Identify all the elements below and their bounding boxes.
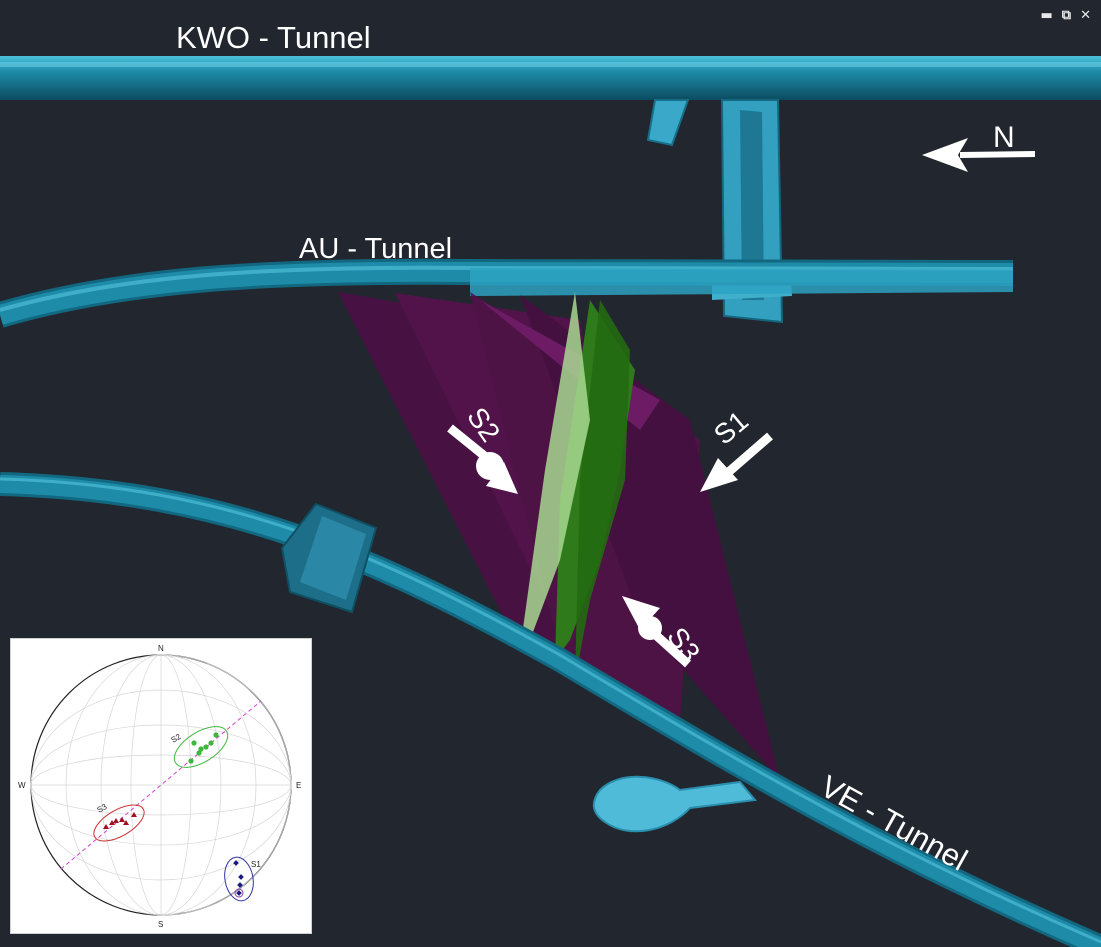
s2-cluster: S2 — [170, 726, 229, 768]
s2-arrow — [447, 424, 518, 494]
ve-tunnel — [0, 472, 1101, 947]
stereonet-grid — [30, 654, 292, 916]
s3-cluster: S3 — [93, 802, 145, 842]
stereonet-panel: S2 S3 S1 N S W E — [10, 638, 312, 934]
window-controls: ▬ ⧉ ✕ — [1041, 8, 1092, 24]
stereonet-s2-label: S2 — [170, 732, 183, 745]
stereonet-west-label: W — [18, 781, 26, 790]
north-label: N — [993, 121, 1015, 154]
kwo-tunnel — [0, 56, 1101, 100]
stereonet-east-label: E — [296, 781, 301, 790]
kwo-tunnel-label: KWO - Tunnel — [176, 20, 371, 55]
minimize-button[interactable]: ▬ — [1040, 8, 1053, 23]
side-cavern — [592, 775, 757, 833]
fit-great-circle — [60, 700, 262, 870]
tunnel-chamber — [280, 502, 378, 614]
fracture-planes-green — [520, 292, 635, 680]
restore-button[interactable]: ⧉ — [1061, 8, 1072, 23]
s3-arrow — [622, 596, 692, 668]
stereonet-s1-label: S1 — [251, 860, 261, 869]
au-tunnel — [0, 258, 1014, 328]
s1-cluster: S1 — [224, 856, 261, 902]
s1-arrow — [700, 432, 773, 492]
stereonet-north-label: N — [158, 644, 164, 653]
stereonet-s3-label: S3 — [96, 802, 109, 815]
north-arrow — [922, 138, 1036, 172]
s1-label: S1 — [708, 405, 754, 451]
au-tunnel-label: AU - Tunnel — [299, 233, 452, 265]
close-button[interactable]: ✕ — [1080, 8, 1091, 23]
stereonet-plot: S2 S3 S1 N S W E — [18, 644, 301, 929]
stereonet-south-label: S — [158, 920, 163, 929]
